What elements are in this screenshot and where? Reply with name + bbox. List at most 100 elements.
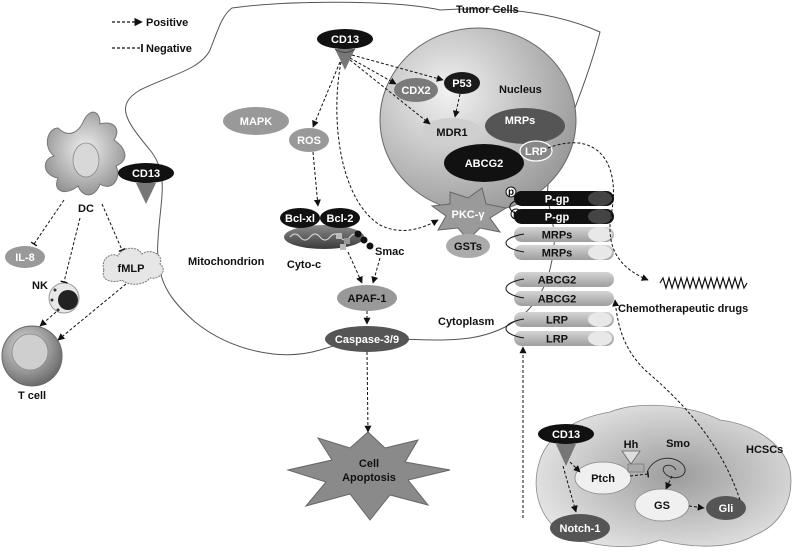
gsts-label: GSTs [454,241,482,253]
mrps-nucleus-node [485,108,565,144]
cyto-c-label: Cyto-c [287,259,321,271]
cd13-left-label: CD13 [132,168,160,180]
gs-node [634,488,690,522]
positive-arrows [39,54,741,518]
arrow-cd13-ros [312,61,341,128]
pgp-transporter-1: P-gp [514,191,614,206]
pgp-transporter-2: P-gp [514,209,614,224]
hcscs-label: HCSCs [746,444,783,456]
nk-nucleus [58,290,78,310]
abcg2-1-label: ABCG2 [538,275,577,287]
abcg2-loop [505,278,525,299]
inhibit-ptch-smo [629,470,650,478]
abcg2-nucleus-label: ABCG2 [465,158,504,170]
lrp-transporter-1: LRP [514,312,614,327]
phospho-mark-1-label: p [508,187,514,198]
nucleus-label: Nucleus [499,84,542,96]
lrp-loop [505,318,525,339]
ptch-label: Ptch [591,473,615,485]
cell-apoptosis-burst [286,431,451,521]
cdx2-label: CDX2 [401,85,430,97]
arrow-smo-gs [665,475,673,490]
mapk-label: MAPK [240,116,272,128]
il8-node [5,246,45,268]
dc-nucleus [72,142,100,178]
arrow-cd13-mdr1 [349,59,431,125]
abcg2-transporter-1: ABCG2 [514,272,614,287]
bcl-xl-node [280,208,320,228]
mdr1-node [422,118,482,146]
smac-label: Smac [375,246,404,258]
ptch-node [574,461,632,495]
ros-label: ROS [297,135,321,147]
pgp-1-label: P-gp [545,194,570,206]
lrp-transporter-2: LRP [514,331,614,346]
arrow-lrp-drugs [547,142,649,281]
abcg2-nucleus-node [444,144,524,182]
apaf1-label: APAF-1 [348,293,387,305]
legend-negative-label: Negative [146,43,192,55]
cyto-c-dots [336,230,374,250]
pgp-loop [509,197,525,217]
arrow-smac-apaf1 [371,257,381,284]
pkc-gamma-node [430,187,508,241]
fmlp-label: fMLP [118,263,145,275]
arrow-cd13-cdx2 [349,57,397,85]
nk-granule-2 [50,298,54,302]
lrp-nucleus-label: LRP [525,146,547,158]
fmlp-cloud [102,247,164,285]
arrow-p53-mdr1 [452,93,461,118]
p53-node [444,72,480,94]
cytoplasm-label: Cytoplasm [438,316,494,328]
smo-coil [647,457,686,479]
inhibit-dc-fmlp [101,203,126,253]
inhibit-dc-nk [60,217,81,284]
mapk-node [223,107,289,135]
gsts-node [446,234,490,258]
smo-stub [627,463,645,473]
gli-node [706,496,746,520]
arrow-mito-apaf1 [347,251,363,284]
bcl-xl-label: Bcl-xl [285,213,315,225]
hh-label: Hh [624,439,639,451]
mitochondrion-cristae [289,233,359,241]
caspase-node [325,326,409,352]
legend: Positive Negative [112,17,192,55]
arrow-cd13-pkc [336,61,439,231]
arrow-cd13-notch [562,465,578,513]
cd13-receptor-top: CD13 [317,29,373,70]
nk-granule-1 [53,288,57,292]
arrow-cd13-p53 [351,54,444,82]
arrow-ros-bcl [312,151,321,207]
ros-node [289,128,329,152]
gs-label: GS [654,500,670,512]
nk-label: NK [32,280,48,292]
cd13-top-label: CD13 [331,34,359,46]
pgp-2-label: P-gp [545,212,570,224]
tumor-cells-label: Tumor Cells [456,4,519,16]
gli-label: Gli [719,503,734,515]
inhibit-dc-il8 [30,199,65,247]
apoptosis-label-line1: Cell [359,458,379,470]
cdx2-node [394,78,438,102]
mitochondrion-label: Mitochondrion [188,256,265,268]
p53-label: P53 [452,78,472,90]
t-cell-nucleus [11,333,49,371]
smo-label: Smo [666,438,690,450]
mitochondrion-body [284,225,364,249]
dc-label: DC [78,203,94,215]
il8-label: IL-8 [15,252,35,264]
chemo-drugs-label: Chemotherapeutic drugs [618,303,748,315]
cd13-bottom-label: CD13 [552,429,580,441]
bcl-2-node [320,208,360,228]
bcl-2-label: Bcl-2 [327,213,354,225]
arrow-gs-gli [688,503,705,511]
caspase-label: Caspase-3/9 [335,334,399,346]
mrps-transporter-1: MRPs [514,227,614,242]
notch1-node [550,514,610,542]
mrps-2-label: MRPs [542,248,573,260]
arrow-gli-abcg2 [612,299,741,501]
chemo-drugs-icon [659,275,748,291]
apoptosis-label-line2: Apoptosis [342,472,396,484]
